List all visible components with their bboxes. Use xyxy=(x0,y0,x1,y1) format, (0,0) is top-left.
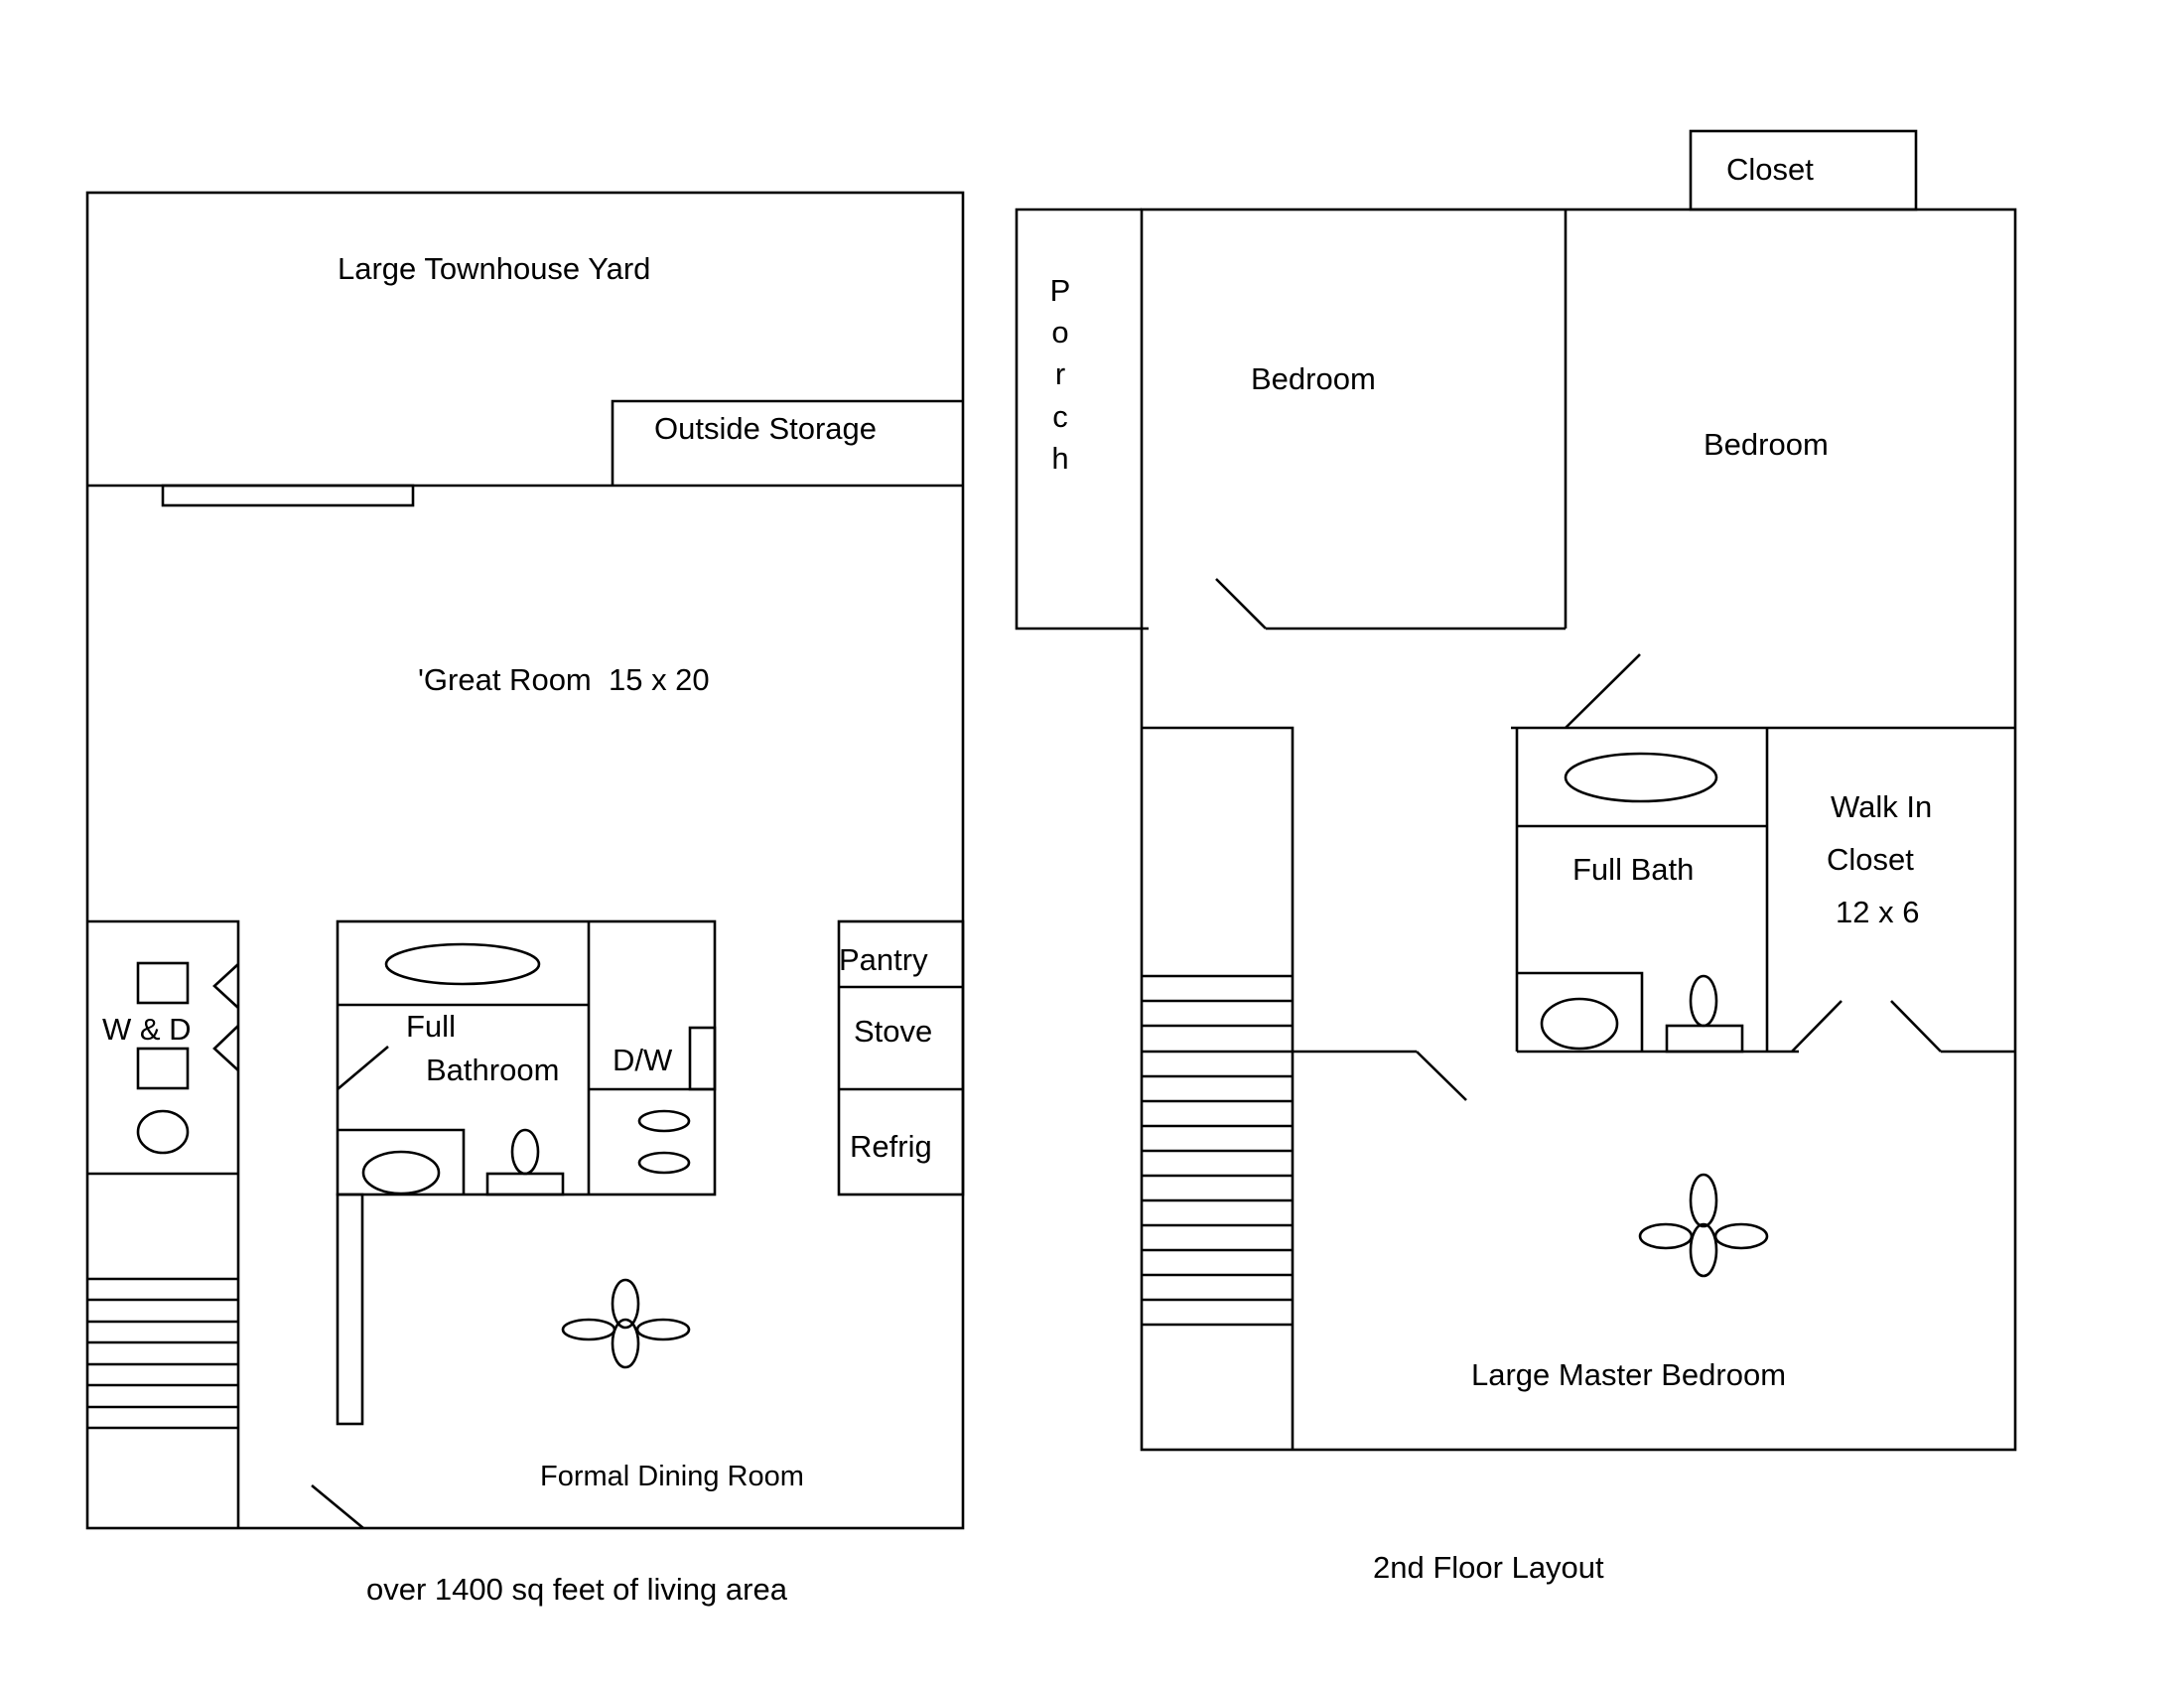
full-bathroom-label-line2: Bathroom xyxy=(426,1053,559,1087)
second-floor-caption: 2nd Floor Layout xyxy=(1373,1550,1604,1585)
laundry-door-icon xyxy=(212,963,239,1009)
dryer-icon xyxy=(136,1047,190,1090)
porch-outline xyxy=(1015,208,1149,631)
first-floor-stairs xyxy=(87,1277,238,1430)
pantry-label: Pantry xyxy=(839,942,928,977)
bedroom-left-door-swing xyxy=(1215,578,1267,630)
closet-door-swing xyxy=(1890,1000,1942,1053)
toilet-tank-icon xyxy=(485,1172,565,1196)
porch-letter: o xyxy=(1051,315,1068,350)
bedroom-right-door-swing xyxy=(1565,653,1641,729)
second-floor-stairs xyxy=(1142,974,1293,1327)
vanity-counter xyxy=(338,1128,466,1195)
kitchen-bar-counter xyxy=(336,1193,364,1426)
master-door-swing xyxy=(1416,1051,1467,1101)
stair-column-wall xyxy=(1142,726,1295,1450)
refrigerator-label: Refrig xyxy=(850,1129,932,1164)
first-floor-caption: over 1400 sq feet of living area xyxy=(366,1572,788,1607)
closet-door-swing xyxy=(1791,1000,1843,1053)
bath-sink-icon xyxy=(1540,997,1619,1051)
ceiling-fan-icon xyxy=(561,1278,691,1369)
appliance-column xyxy=(837,919,965,1196)
dishwasher-label: D/W xyxy=(613,1043,673,1077)
kitchen-sink-icon xyxy=(637,1109,691,1133)
walk-in-closet-label-line1: Walk In xyxy=(1831,789,1932,824)
full-bathroom-label-line1: Full xyxy=(406,1009,456,1044)
vanity-counter xyxy=(1517,971,1644,1052)
second-floor-outline xyxy=(1140,208,2017,1452)
laundry-wall xyxy=(87,919,240,1528)
bath-door-swing xyxy=(337,1046,389,1090)
walk-in-closet-label-line3: 12 x 6 xyxy=(1836,895,1919,929)
outside-storage-label: Outside Storage xyxy=(654,411,877,446)
toilet-tank-icon xyxy=(1665,1024,1744,1054)
bedroom-right-label: Bedroom xyxy=(1704,427,1829,462)
second-floor-plan: Closet P o r c h Bedroom Bedroom Full Ba… xyxy=(1015,129,2017,1585)
yard-label: Large Townhouse Yard xyxy=(338,251,650,286)
closet-box xyxy=(1689,129,1918,211)
master-bedroom-label: Large Master Bedroom xyxy=(1471,1357,1786,1392)
laundry-door-icon xyxy=(212,1025,239,1071)
toilet-icon xyxy=(510,1128,540,1176)
porch-letter: r xyxy=(1055,356,1065,391)
ceiling-fan-icon xyxy=(1638,1173,1769,1278)
walk-in-closet-label-line2: Closet xyxy=(1827,842,1914,877)
porch-letter: h xyxy=(1051,441,1068,476)
bedroom-left-label: Bedroom xyxy=(1251,361,1376,396)
bathtub-icon xyxy=(1564,752,1718,803)
porch-letter: P xyxy=(1050,273,1071,308)
outside-storage-wall xyxy=(611,399,963,486)
washer-dryer-label: W & D xyxy=(102,1012,192,1047)
kitchen-sink-icon xyxy=(637,1151,691,1175)
patio-door xyxy=(161,484,415,507)
great-room-label: 'Great Room 15 x 20 xyxy=(418,662,710,697)
dishwasher-icon xyxy=(688,1026,717,1091)
front-door-swing xyxy=(311,1483,364,1530)
washer-icon xyxy=(136,961,190,1005)
water-heater-icon xyxy=(136,1109,190,1155)
stove-label: Stove xyxy=(854,1014,932,1049)
toilet-icon xyxy=(1689,974,1718,1028)
porch-letter: c xyxy=(1052,399,1068,434)
first-floor-outline xyxy=(85,191,965,1530)
full-bath-label: Full Bath xyxy=(1572,852,1694,887)
bath-sink-icon xyxy=(361,1150,441,1196)
first-floor-plan: Large Townhouse Yard Outside Storage 'Gr… xyxy=(85,191,965,1607)
closet-label: Closet xyxy=(1726,152,1814,187)
formal-dining-label: Formal Dining Room xyxy=(540,1461,804,1492)
bathtub-icon xyxy=(384,942,541,986)
